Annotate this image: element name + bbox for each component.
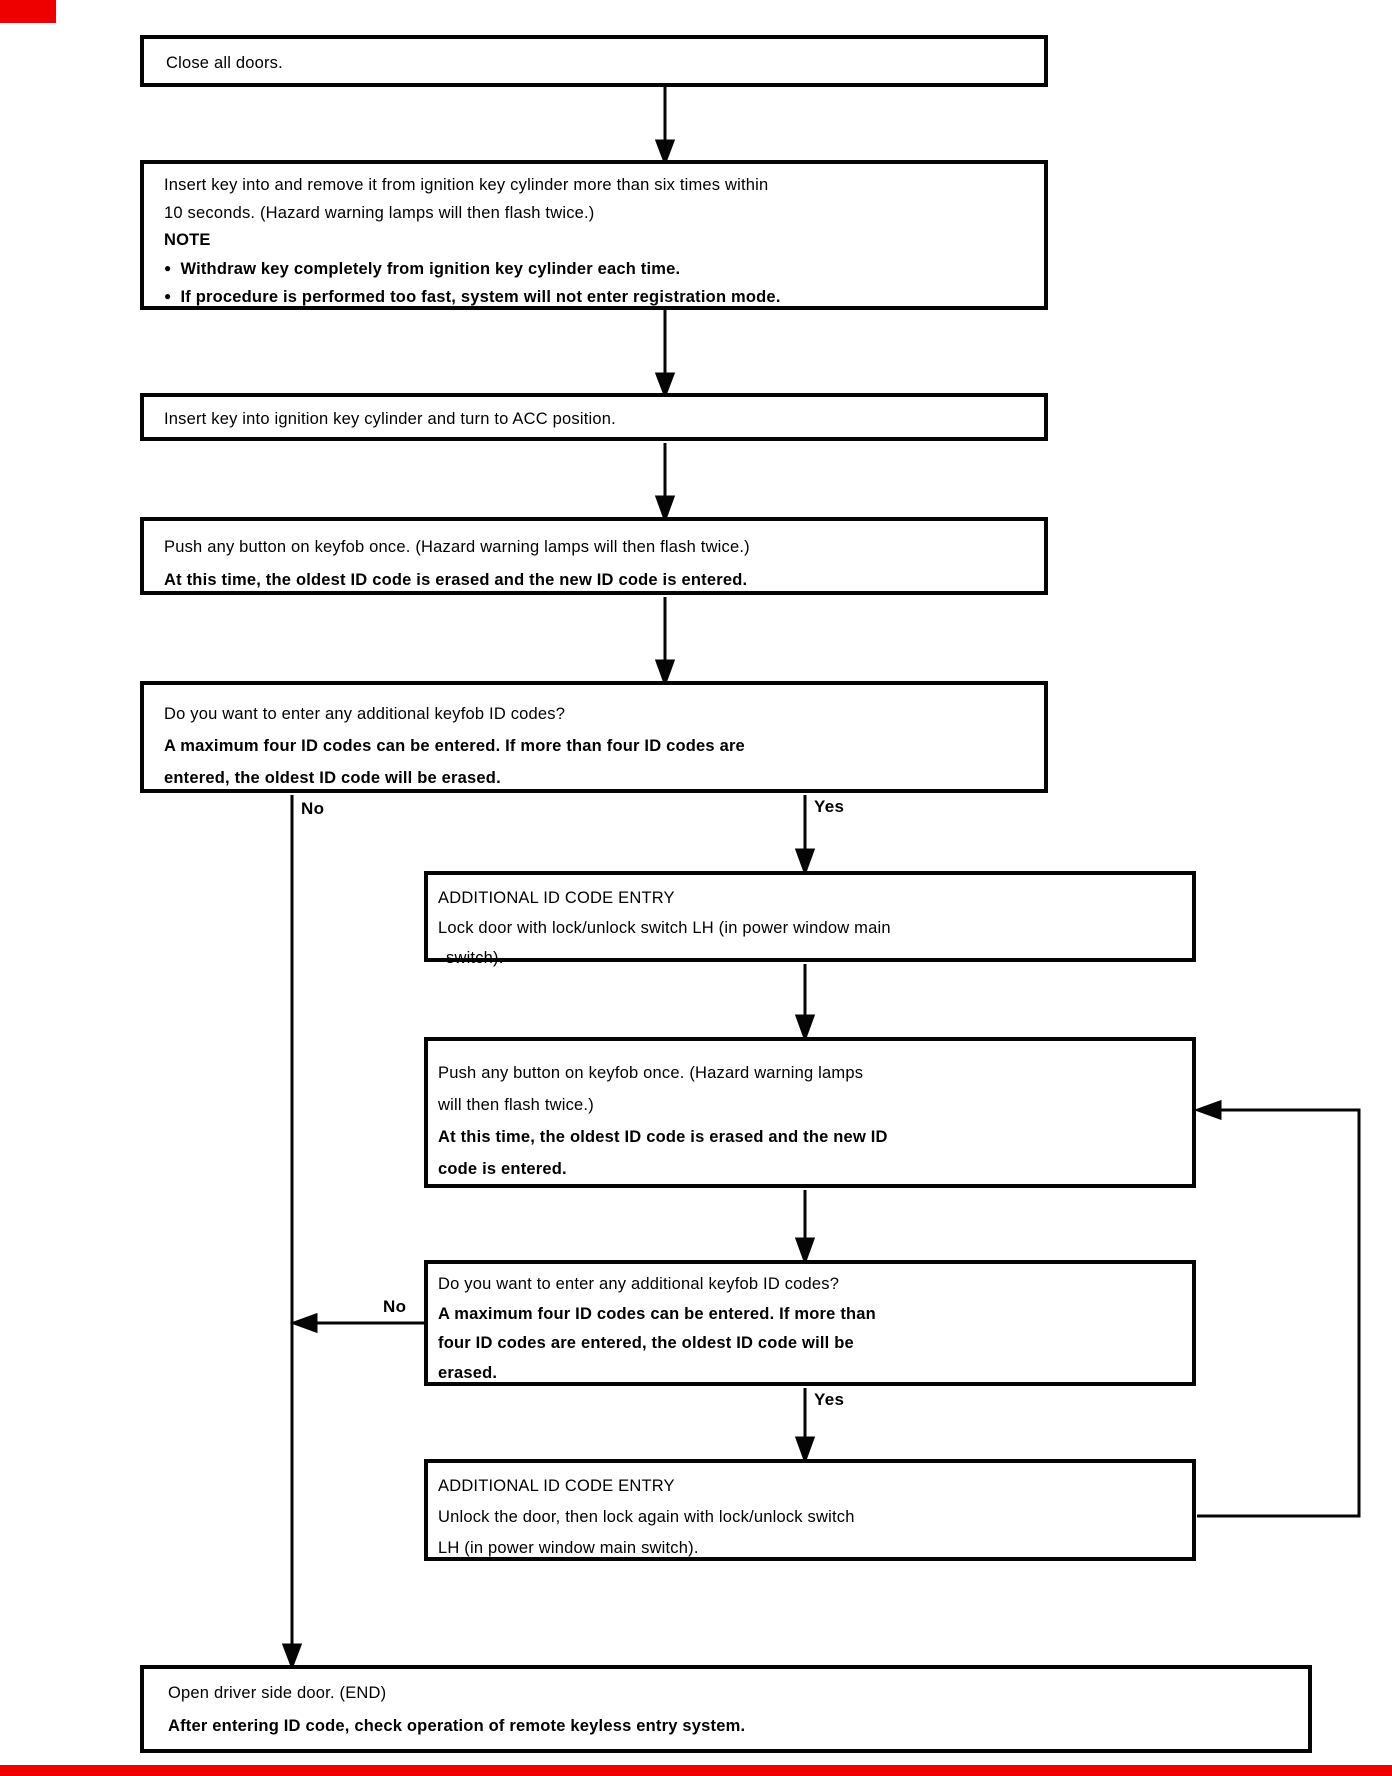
red-scan-mark-bottom-bar xyxy=(0,1765,1392,1776)
flow-box-text-line: After entering ID code, check operation … xyxy=(168,1717,746,1735)
arrowhead-feedback-box7 xyxy=(1193,1099,1222,1121)
flow-step-push-keyfob-button-2: Push any button on keyfob once. (Hazard … xyxy=(424,1037,1196,1188)
red-scan-mark-top-left xyxy=(0,0,56,23)
arrowhead-box3 xyxy=(654,372,676,400)
flow-box-text-line: Push any button on keyfob once. (Hazard … xyxy=(164,538,750,556)
flow-decision-additional-codes-2: Do you want to enter any additional keyf… xyxy=(424,1260,1196,1386)
arrowhead-box2 xyxy=(654,139,676,167)
flow-box-text-line: ADDITIONAL ID CODE ENTRY xyxy=(438,889,675,907)
flow-box-text-line: ●If procedure is performed too fast, sys… xyxy=(164,283,1034,312)
flow-box-text-line: Insert key into ignition key cylinder an… xyxy=(164,410,616,428)
flow-box-text-line: Do you want to enter any additional keyf… xyxy=(164,705,566,723)
flow-step-key-to-acc: Insert key into ignition key cylinder an… xyxy=(140,393,1048,441)
flow-box-text-line: Insert key into and remove it from ignit… xyxy=(164,176,769,194)
arrowhead-box9 xyxy=(794,1436,816,1465)
connector-feedback-box9-box7 xyxy=(1197,1108,1361,1518)
flow-box-text-line: ADDITIONAL ID CODE ENTRY xyxy=(438,1477,675,1495)
flow-box-text-line: Close all doors. xyxy=(166,54,283,72)
flow-box-text-line: 10 seconds. (Hazard warning lamps will t… xyxy=(164,203,595,222)
bullet-icon: ● xyxy=(164,289,172,303)
arrowhead-box6 xyxy=(794,848,816,877)
flow-step-open-door-end: Open driver side door. (END) After enteri… xyxy=(140,1665,1312,1753)
arrowhead-no-join xyxy=(289,1312,318,1334)
arrowhead-box7 xyxy=(794,1014,816,1043)
flow-step-insert-remove-key: Insert key into and remove it from ignit… xyxy=(140,160,1048,310)
flow-step-close-doors: Close all doors. xyxy=(140,35,1048,87)
branch-label-yes-2: Yes xyxy=(814,1390,845,1409)
flow-box-text-line: A maximum four ID codes can be entered. … xyxy=(438,1304,876,1323)
flow-box-text-line: code is entered. xyxy=(438,1160,567,1178)
arrowhead-box8 xyxy=(794,1237,816,1266)
flow-box-text-line: LH (in power window main switch). xyxy=(438,1539,699,1557)
branch-label-no-2: No xyxy=(383,1297,407,1316)
flow-box-text-line: will then flash twice.) xyxy=(438,1096,594,1114)
flow-box-text-line: four ID codes are entered, the oldest ID… xyxy=(438,1334,854,1352)
flow-box-text-line: Do you want to enter any additional keyf… xyxy=(438,1275,840,1293)
flow-decision-additional-codes: Do you want to enter any additional keyf… xyxy=(140,681,1048,793)
flow-step-additional-entry-unlock: ADDITIONAL ID CODE ENTRY Unlock the door,… xyxy=(424,1459,1196,1561)
branch-label-no-1: No xyxy=(301,799,325,818)
flow-box-text-line: A maximum four ID codes can be entered. … xyxy=(164,737,745,755)
arrowhead-box5 xyxy=(654,659,676,688)
flow-box-text-line: entered, the oldest ID code will be eras… xyxy=(164,769,501,787)
flow-box-text-line: At this time, the oldest ID code is eras… xyxy=(164,571,748,589)
flow-box-text-line: ●Withdraw key completely from ignition k… xyxy=(164,255,1034,284)
flow-step-additional-entry-lock: ADDITIONAL ID CODE ENTRY Lock door with l… xyxy=(424,871,1196,967)
flow-box-text-line: Open driver side door. (END) xyxy=(168,1684,387,1702)
flow-box-text-line: Push any button on keyfob once. (Hazard … xyxy=(438,1064,864,1082)
flow-box-text-line: Unlock the door, then lock again with lo… xyxy=(438,1508,855,1526)
arrowhead-box10 xyxy=(281,1643,303,1671)
arrowhead-box4 xyxy=(654,495,676,524)
flow-box-text-line: NOTE xyxy=(164,231,211,249)
flow-box-text-line: At this time, the oldest ID code is eras… xyxy=(438,1128,888,1146)
flow-box-text-line: switch). xyxy=(446,949,504,967)
branch-label-yes-1: Yes xyxy=(814,797,845,816)
flow-step-push-keyfob-button: Push any button on keyfob once. (Hazard … xyxy=(140,517,1048,595)
flow-box-text-line: erased. xyxy=(438,1363,498,1382)
flow-box-text-line: Lock door with lock/unlock switch LH (in… xyxy=(438,919,891,937)
bullet-icon: ● xyxy=(164,260,172,275)
